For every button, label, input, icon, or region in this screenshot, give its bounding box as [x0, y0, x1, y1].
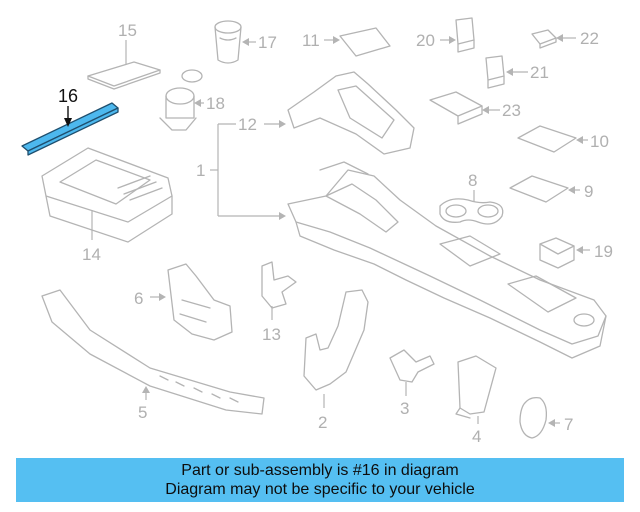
part-10-pad: [517, 125, 588, 153]
part-13-clip: [261, 261, 297, 320]
part-5-side-panel: [41, 289, 265, 415]
part-3-bracket-clip: [389, 349, 435, 396]
callout-12: 12: [238, 115, 257, 134]
part-9-pad: [509, 175, 580, 203]
banner-part-note: Part or sub-assembly is #16 in diagram: [181, 462, 459, 479]
part-11-mat: [324, 27, 391, 57]
part-18-latch: [159, 69, 204, 131]
part-7-oval-cap: [519, 396, 560, 439]
part-14-storage-bin: [41, 147, 173, 243]
callout-13: 13: [262, 325, 281, 344]
callout-22: 22: [580, 29, 599, 48]
callout-3: 3: [400, 399, 409, 418]
banner-disclaimer: Diagram may not be specific to your vehi…: [165, 481, 475, 498]
callout-10: 10: [590, 132, 609, 151]
callout-23: 23: [502, 101, 521, 120]
part-15-pad: [87, 40, 161, 90]
callout-7: 7: [564, 415, 573, 434]
part-20-switch: [440, 17, 475, 53]
part-2-side-trim: [303, 289, 369, 408]
callout-1: 1: [196, 161, 205, 180]
part-16-trim-strip: [21, 102, 119, 156]
callout-11: 11: [302, 31, 320, 50]
callout-5: 5: [138, 403, 147, 422]
parts-diagram: 15 17 18 16 14 11: [21, 17, 613, 446]
part-1-bracket-line: [210, 123, 286, 220]
callout-9: 9: [584, 182, 593, 201]
callout-15: 15: [118, 21, 137, 40]
callout-17: 17: [258, 33, 277, 52]
callout-16: 16: [58, 86, 78, 106]
part-4-vertical-bracket: [455, 355, 497, 424]
part-21-connector: [485, 55, 528, 89]
info-banner: Part or sub-assembly is #16 in diagram D…: [16, 458, 624, 502]
callout-21: 21: [530, 63, 549, 82]
callout-19: 19: [594, 242, 613, 261]
part-6-bracket: [150, 263, 233, 341]
part-19-switch: [539, 237, 590, 269]
callout-2: 2: [318, 413, 327, 432]
callout-20: 20: [416, 31, 435, 50]
part-12-console-panel: [264, 71, 415, 155]
callout-8: 8: [468, 171, 477, 190]
callout-4: 4: [472, 427, 481, 446]
part-22-button: [531, 29, 576, 49]
part-23-bracket: [429, 91, 500, 125]
part-8-cup-mat: [439, 190, 504, 225]
part-17-insert: [214, 20, 256, 64]
callout-6: 6: [134, 289, 143, 308]
callout-18: 18: [206, 94, 225, 113]
main-console-assembly: [287, 161, 607, 359]
callout-14: 14: [82, 245, 101, 264]
